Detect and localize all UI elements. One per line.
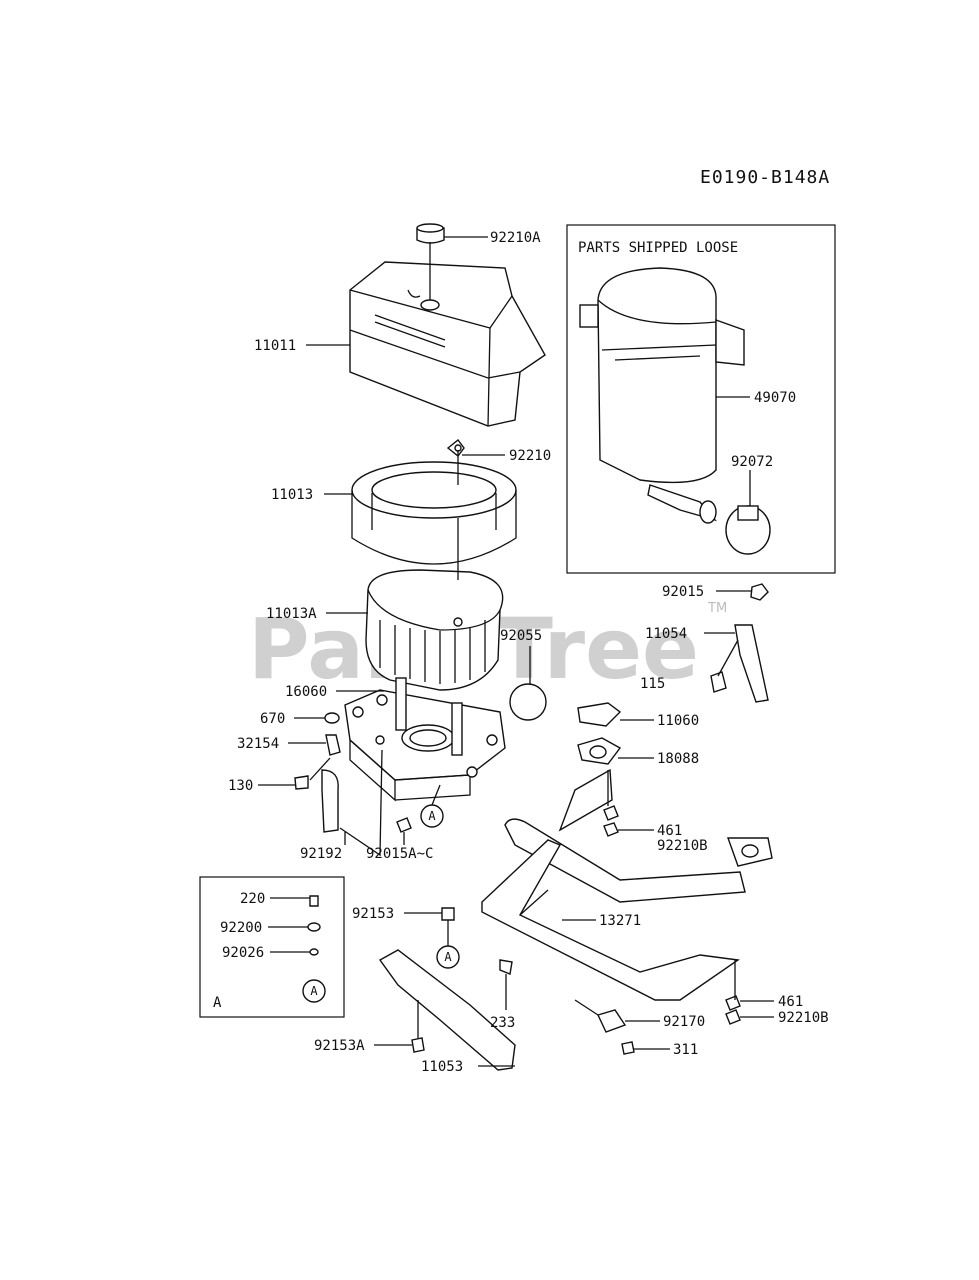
clamp-92072-drawing (725, 505, 771, 555)
bracket-11053-drawing (378, 949, 516, 1071)
label-11060: 11060 (657, 713, 699, 729)
label-92153A: 92153A (314, 1038, 365, 1054)
label-92153: 92153 (352, 906, 394, 922)
clip-130-drawing (294, 775, 309, 790)
air-cleaner-cover-11011-drawing (349, 261, 546, 427)
label-92170: 92170 (663, 1014, 705, 1030)
label-92055: 92055 (500, 628, 542, 644)
nut-92015AC-drawing (396, 817, 412, 833)
gasket-11060-drawing (577, 702, 622, 727)
part-labels: 92210A 11011 92210 11013 11013A 92055 16… (220, 230, 829, 1075)
label-11013: 11013 (271, 487, 313, 503)
knob-92210A-drawing (416, 223, 445, 244)
svg-text:A: A (444, 950, 452, 964)
exhaust-pipe-13271-drawing (481, 768, 773, 1001)
wing-nut-92210-drawing (446, 439, 465, 457)
label-311: 311 (673, 1042, 698, 1058)
nut-92210B-upper-drawing (603, 805, 619, 821)
label-670: 670 (260, 711, 285, 727)
label-233: 233 (490, 1015, 515, 1031)
fitting-32154-drawing (325, 734, 341, 756)
svg-text:A: A (428, 809, 436, 823)
inset-box-a (199, 876, 345, 1018)
parts-shipped-loose-title: PARTS SHIPPED LOOSE (578, 240, 738, 256)
label-92192: 92192 (300, 846, 342, 862)
label-92210B-upper: 92210B (657, 838, 708, 854)
label-92210: 92210 (509, 448, 551, 464)
label-92072: 92072 (731, 454, 773, 470)
label-16060: 16060 (285, 684, 327, 700)
label-92015AC: 92015A~C (366, 846, 433, 862)
label-11011: 11011 (254, 338, 296, 354)
nut-461-lower-drawing (725, 995, 741, 1011)
label-18088: 18088 (657, 751, 699, 767)
bolt-115-drawing (710, 671, 727, 693)
nut-92015-drawing (750, 583, 769, 601)
label-461-lower: 461 (778, 994, 803, 1010)
ref-circle-a-3: A (302, 979, 326, 1003)
ref-circle-a-2: A (436, 945, 460, 969)
air-cleaner-base-16060-drawing (344, 677, 506, 802)
label-130: 130 (228, 778, 253, 794)
muffler-guard-49070-drawing (579, 267, 745, 524)
clip-233-drawing (499, 959, 513, 975)
label-13271: 13271 (599, 913, 641, 929)
label-461-upper: 461 (657, 823, 682, 839)
label-115: 115 (640, 676, 665, 692)
nut-92210B-lower-drawing (725, 1009, 741, 1025)
bracket-11054-drawing (734, 624, 769, 703)
watermark-tm: TM (707, 601, 727, 616)
o-ring-92055-drawing (509, 683, 547, 721)
screw-220-drawing (309, 895, 319, 907)
inset-box-label: A (213, 995, 222, 1011)
label-11053: 11053 (421, 1059, 463, 1075)
parts-shipped-loose-box (566, 224, 836, 574)
washer-92026-drawing (309, 948, 319, 956)
diagram-code: E0190-B148A (700, 167, 830, 188)
washer-670-drawing (324, 712, 340, 724)
label-11054: 11054 (645, 626, 687, 642)
foam-precleaner-11013-drawing (351, 461, 517, 565)
bolt-92153-drawing (441, 907, 455, 921)
bolt-92153A-drawing (411, 1037, 425, 1053)
label-220: 220 (240, 891, 265, 907)
hose-92192-drawing (321, 769, 339, 833)
label-92015: 92015 (662, 584, 704, 600)
flange-18088-drawing (577, 737, 622, 765)
label-92210B-lower: 92210B (778, 1010, 829, 1026)
paper-element-11013A-drawing (365, 569, 504, 691)
label-92210A: 92210A (490, 230, 541, 246)
svg-text:A: A (310, 984, 318, 998)
ref-circle-a-1: A (420, 804, 444, 828)
label-92200: 92200 (220, 920, 262, 936)
washer-92200-drawing (307, 922, 321, 932)
label-32154: 32154 (237, 736, 279, 752)
label-11013A: 11013A (266, 606, 317, 622)
clamp-92170-drawing (597, 1009, 627, 1033)
leader-lines (258, 236, 774, 1067)
bolt-311-drawing (621, 1041, 635, 1055)
nut-461-upper-drawing (603, 822, 619, 837)
label-92026: 92026 (222, 945, 264, 961)
label-49070: 49070 (754, 390, 796, 406)
